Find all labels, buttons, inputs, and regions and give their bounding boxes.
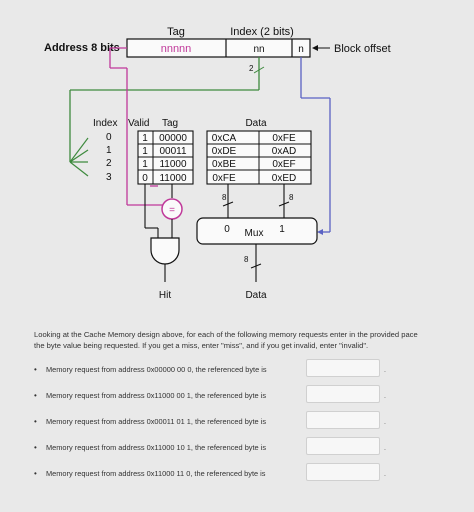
- col-index-header: Index: [93, 118, 117, 129]
- row-1-index: 1: [106, 145, 112, 156]
- bus-width-right: 8: [289, 193, 294, 202]
- row-3-valid: 0: [142, 173, 148, 184]
- row-3-index: 3: [106, 172, 112, 183]
- col-tag-header: Tag: [162, 118, 178, 129]
- bus-width-out: 8: [244, 255, 249, 264]
- row-1-valid: 1: [142, 146, 148, 157]
- bullet-icon: •: [34, 469, 37, 478]
- bus-width-left: 8: [222, 193, 227, 202]
- row-0-index: 0: [106, 132, 112, 143]
- row-2-index: 2: [106, 158, 112, 169]
- bullet-icon: •: [34, 391, 37, 400]
- row-3-tag: 11000: [159, 173, 187, 184]
- list-item: • Memory request from address 0x11000 10…: [28, 437, 438, 463]
- row-2-data1: 0xEF: [272, 159, 295, 170]
- row-0-tag: 00000: [159, 133, 187, 144]
- answer-input-2[interactable]: [306, 385, 380, 403]
- period: .: [384, 367, 386, 374]
- request-text: Memory request from address 0x11000 10 1…: [46, 443, 267, 452]
- col-data-header: Data: [245, 118, 267, 129]
- tag-field: nnnnn: [161, 43, 192, 55]
- period: .: [384, 419, 386, 426]
- request-text: Memory request from address 0x11000 00 1…: [46, 391, 267, 400]
- row-2-valid: 1: [142, 159, 148, 170]
- data-out-label: Data: [245, 290, 267, 301]
- question-panel: Looking at the Cache Memory design above…: [28, 330, 438, 508]
- request-text: Memory request from address 0x00000 00 0…: [46, 365, 267, 374]
- request-text: Memory request from address 0x11000 11 0…: [46, 469, 266, 478]
- row-3-data0: 0xFE: [212, 173, 236, 184]
- row-0-valid: 1: [142, 133, 148, 144]
- row-3-data1: 0xED: [272, 173, 296, 184]
- request-list: • Memory request from address 0x00000 00…: [28, 359, 438, 489]
- address-register: [126, 38, 311, 58]
- and-gate: [150, 237, 180, 265]
- bullet-icon: •: [34, 443, 37, 452]
- index-field: nn: [253, 44, 264, 55]
- row-1-data1: 0xAD: [272, 146, 296, 157]
- list-item: • Memory request from address 0x11000 00…: [28, 385, 438, 411]
- answer-input-3[interactable]: [306, 411, 380, 429]
- row-2-data0: 0xBE: [212, 159, 236, 170]
- bullet-icon: •: [34, 417, 37, 426]
- row-0-data1: 0xFE: [272, 133, 296, 144]
- answer-input-1[interactable]: [306, 359, 380, 377]
- period: .: [384, 471, 386, 478]
- mux-label: Mux: [245, 228, 264, 239]
- row-2-tag: 11000: [159, 159, 187, 170]
- col-valid-header: Valid: [128, 118, 150, 129]
- question-prompt: Looking at the Cache Memory design above…: [34, 330, 418, 350]
- list-item: • Memory request from address 0x11000 11…: [28, 463, 438, 489]
- period: .: [384, 445, 386, 452]
- list-item: • Memory request from address 0x00000 00…: [28, 359, 438, 385]
- cache-diagram: Address 8 bits Tag Index (2 bits) nnnnn …: [44, 26, 391, 301]
- offset-field: n: [298, 44, 304, 55]
- mux: [196, 217, 318, 245]
- index-header: Index (2 bits): [230, 26, 294, 38]
- request-text: Memory request from address 0x00011 01 1…: [46, 417, 267, 426]
- tag-header: Tag: [167, 26, 185, 38]
- index-bus-width: 2: [249, 64, 254, 73]
- answer-input-5[interactable]: [306, 463, 380, 481]
- hit-label: Hit: [159, 290, 171, 301]
- block-offset-label: Block offset: [334, 43, 391, 55]
- list-item: • Memory request from address 0x00011 01…: [28, 411, 438, 437]
- bullet-icon: •: [34, 365, 37, 374]
- period: .: [384, 393, 386, 400]
- row-1-data0: 0xDE: [212, 146, 237, 157]
- row-0-data0: 0xCA: [212, 133, 237, 144]
- mux-input-0: 0: [224, 224, 230, 235]
- row-1-tag: 00011: [159, 146, 187, 157]
- comparator-symbol: =: [169, 205, 175, 216]
- mux-input-1: 1: [279, 224, 285, 235]
- answer-input-4[interactable]: [306, 437, 380, 455]
- address-label: Address 8 bits: [44, 42, 120, 54]
